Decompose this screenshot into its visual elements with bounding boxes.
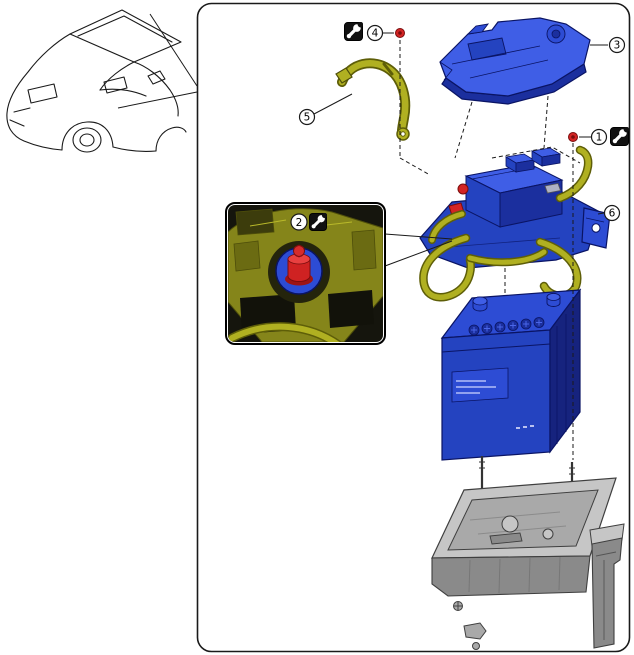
battery-vent-caps: [468, 317, 545, 336]
cable-connector-end: [335, 67, 353, 84]
callout-5-leader: [313, 93, 353, 115]
callout-3-number: 3: [614, 40, 621, 52]
front-wheel: [72, 127, 102, 153]
callout-6-leader: [597, 212, 605, 215]
callouts: 4 3 5 1 6: [298, 24, 626, 222]
terminal-detail-inset: 2: [225, 202, 386, 345]
callout-2: [290, 213, 308, 231]
inset-pointer-top: [384, 233, 453, 240]
open-hood-outline: [69, 9, 182, 63]
harness-cable-part: [313, 58, 411, 141]
callout-4-number: 4: [372, 28, 379, 40]
connector-gray: [544, 183, 562, 194]
battery-label: [451, 367, 509, 403]
bolt-1-group: [568, 127, 629, 146]
callout-2-number: 2: [296, 217, 303, 229]
headlight: [27, 83, 58, 104]
battery-small-markings: [516, 425, 534, 429]
fuse-block-assembly: [419, 145, 611, 302]
a-pillar-line: [133, 61, 179, 117]
tray-bracket-tower: [591, 537, 623, 649]
locator-leader-bottom: [117, 91, 198, 109]
alignment-line-cover-right: [543, 95, 549, 149]
callout-5: [298, 108, 316, 126]
tray-clamp: [463, 622, 487, 640]
callout-3: [608, 36, 626, 54]
front-bumper-line: [6, 112, 63, 151]
alignment-line-cover-left: [454, 101, 473, 159]
terminal-bolt: [293, 245, 305, 257]
callout-6: [603, 204, 621, 222]
vehicle-locator-sketch: [6, 9, 198, 153]
alignment-line-bolt4-b: [399, 157, 431, 176]
tray-cavity: [447, 489, 599, 551]
callout-4: [366, 24, 384, 42]
tray-front-wall: [431, 555, 591, 597]
callout-1: [590, 128, 608, 146]
mirror: [147, 70, 166, 85]
locator-leader-top: [149, 13, 198, 87]
battery-location-marker: [103, 76, 128, 94]
battery-cover-part: [439, 17, 608, 105]
battery-tray-part: [431, 456, 625, 650]
wrench-icon: [344, 22, 363, 41]
tray-drain-hole: [501, 515, 519, 533]
callout-6-number: 6: [609, 208, 616, 220]
terminal-cap-red: [457, 183, 469, 195]
inset-pointer-bottom: [384, 240, 453, 267]
wrench-icon: [309, 213, 327, 231]
wrench-icon: [610, 127, 629, 146]
bolt-4-group: [344, 22, 405, 41]
callout-1-number: 1: [596, 132, 603, 144]
callout-5-number: 5: [304, 112, 311, 124]
terminal-red-cap: [287, 258, 311, 282]
battery-part: [440, 288, 582, 461]
